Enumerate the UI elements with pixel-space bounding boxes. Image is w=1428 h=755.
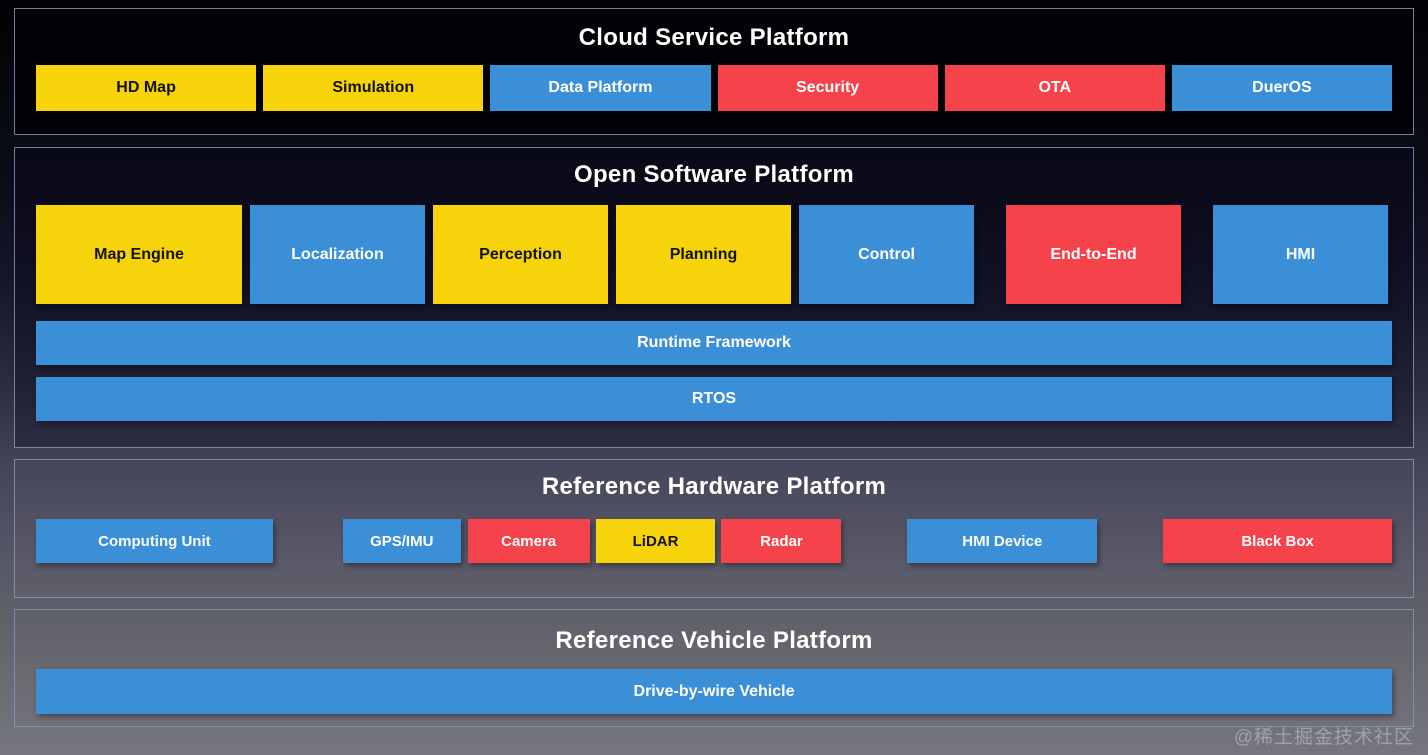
block-perception[interactable]: Perception (433, 205, 608, 304)
reference-vehicle-platform-panel: Reference Vehicle Platform Drive-by-wire… (14, 609, 1414, 727)
reference-hardware-platform-title: Reference Hardware Platform (541, 473, 887, 500)
block-gps-imu[interactable]: GPS/IMU (342, 519, 461, 563)
block-localization[interactable]: Localization (250, 205, 425, 304)
block-security[interactable]: Security (717, 65, 938, 111)
block-dueros[interactable]: DuerOS (1171, 65, 1393, 111)
cloud-service-platform-title: Cloud Service Platform (578, 24, 850, 51)
block-black-box[interactable]: Black Box (1163, 519, 1392, 563)
block-lidar[interactable]: LiDAR (595, 519, 716, 563)
block-hmi-device[interactable]: HMI Device (907, 519, 1098, 563)
reference-hardware-platform-panel: Reference Hardware Platform Computing Un… (14, 459, 1414, 598)
open-software-platform-title: Open Software Platform (574, 161, 854, 188)
watermark: @稀土掘金技术社区 (1233, 727, 1414, 748)
cloud-service-row: HD Map Simulation Data Platform Security… (36, 65, 1393, 111)
block-radar[interactable]: Radar (721, 519, 842, 563)
hardware-row: Computing Unit GPS/IMU Camera LiDAR Rada… (36, 519, 1392, 563)
block-end-to-end[interactable]: End-to-End (1006, 205, 1181, 304)
block-simulation[interactable]: Simulation (263, 65, 484, 111)
block-hd-map[interactable]: HD Map (36, 65, 257, 111)
block-camera[interactable]: Camera (467, 519, 590, 563)
block-planning[interactable]: Planning (616, 205, 791, 304)
block-data-platform[interactable]: Data Platform (490, 65, 711, 111)
block-map-engine[interactable]: Map Engine (36, 205, 242, 304)
block-runtime-framework[interactable]: Runtime Framework (36, 321, 1392, 365)
cloud-service-platform-panel: Cloud Service Platform HD Map Simulation… (14, 8, 1414, 135)
block-control[interactable]: Control (799, 205, 974, 304)
block-hmi[interactable]: HMI (1213, 205, 1388, 304)
software-modules-row: Map Engine Localization Perception Plann… (36, 205, 1392, 304)
block-drive-by-wire-vehicle[interactable]: Drive-by-wire Vehicle (36, 669, 1392, 714)
reference-vehicle-platform-title: Reference Vehicle Platform (555, 627, 873, 654)
block-computing-unit[interactable]: Computing Unit (36, 519, 273, 563)
open-software-platform-panel: Open Software Platform Map Engine Locali… (14, 147, 1414, 448)
block-rtos[interactable]: RTOS (36, 377, 1392, 421)
block-ota[interactable]: OTA (944, 65, 1165, 111)
